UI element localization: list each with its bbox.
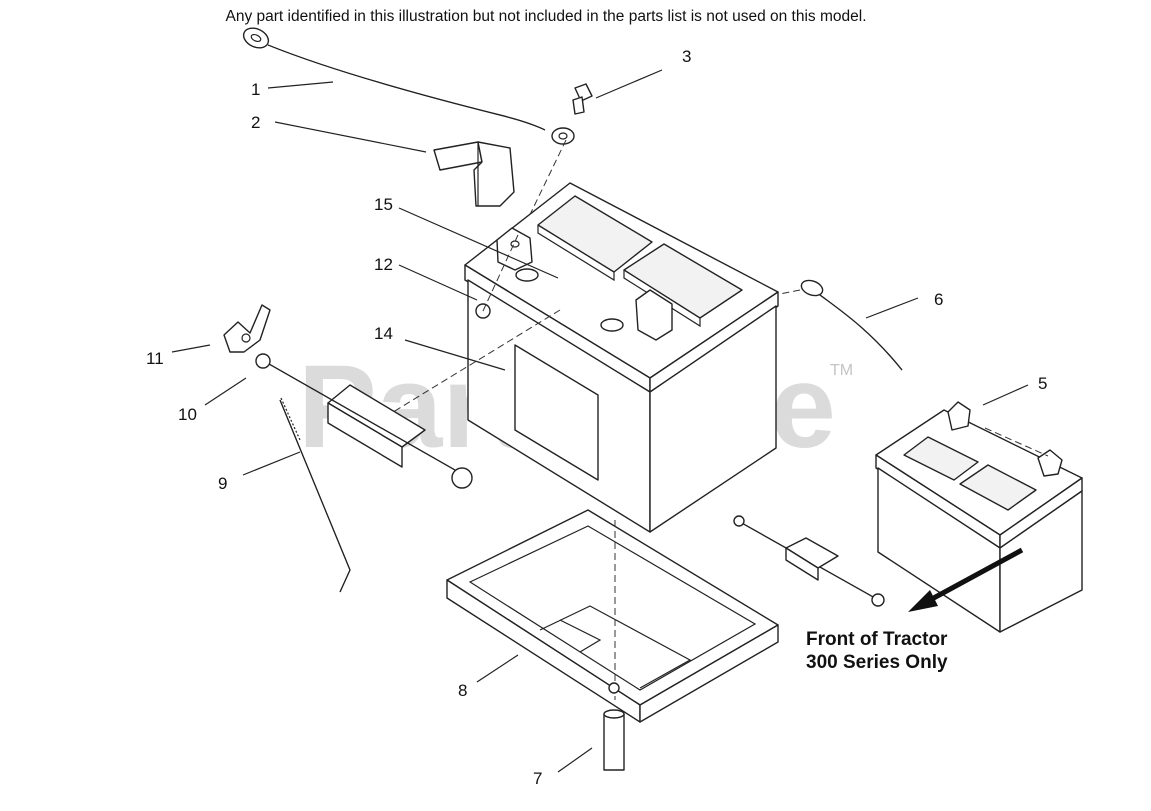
callout-3: 3: [682, 47, 691, 66]
battery-cable-part[interactable]: [240, 24, 575, 145]
callout-15: 15: [374, 195, 393, 214]
callout-1: 1: [251, 80, 260, 99]
spacer-post-part[interactable]: [603, 709, 625, 771]
note-line-2: 300 Series Only: [806, 652, 948, 673]
callout-11: 11: [146, 349, 164, 368]
front-arrow-icon: [908, 547, 1024, 612]
callout-2: 2: [251, 113, 260, 132]
callout-14: 14: [374, 324, 393, 343]
battery-tray-part[interactable]: [446, 509, 779, 723]
callout-8: 8: [458, 681, 467, 700]
disclaimer-text: Any part identified in this illustration…: [225, 8, 867, 25]
note-line-1: Front of Tractor: [806, 629, 948, 650]
callout-10: 10: [178, 405, 197, 424]
battery-part[interactable]: [379, 182, 779, 533]
terminal-bolt-part[interactable]: [524, 83, 593, 226]
wing-nut-part[interactable]: [223, 304, 271, 353]
leader-lines: [171, 69, 1029, 773]
hold-down-rod-part[interactable]: [279, 397, 351, 593]
callout-12: 12: [374, 255, 393, 274]
callout-9: 9: [218, 474, 227, 493]
terminal-boot-part[interactable]: [433, 141, 515, 207]
callout-5: 5: [1038, 374, 1047, 393]
front-of-tractor-note: Front of Tractor 300 Series Only: [806, 628, 948, 674]
hold-down-bracket-part[interactable]: [255, 353, 473, 489]
callout-7: 7: [533, 769, 542, 788]
callout-labels: 1 2 3 5 6 7 8 9 10 11 12 14 15: [146, 47, 1047, 788]
negative-cable-part[interactable]: [759, 278, 903, 371]
watermark-tm: TM: [830, 362, 853, 379]
battery-300-series-part[interactable]: [733, 401, 1083, 633]
callout-6: 6: [934, 290, 943, 309]
